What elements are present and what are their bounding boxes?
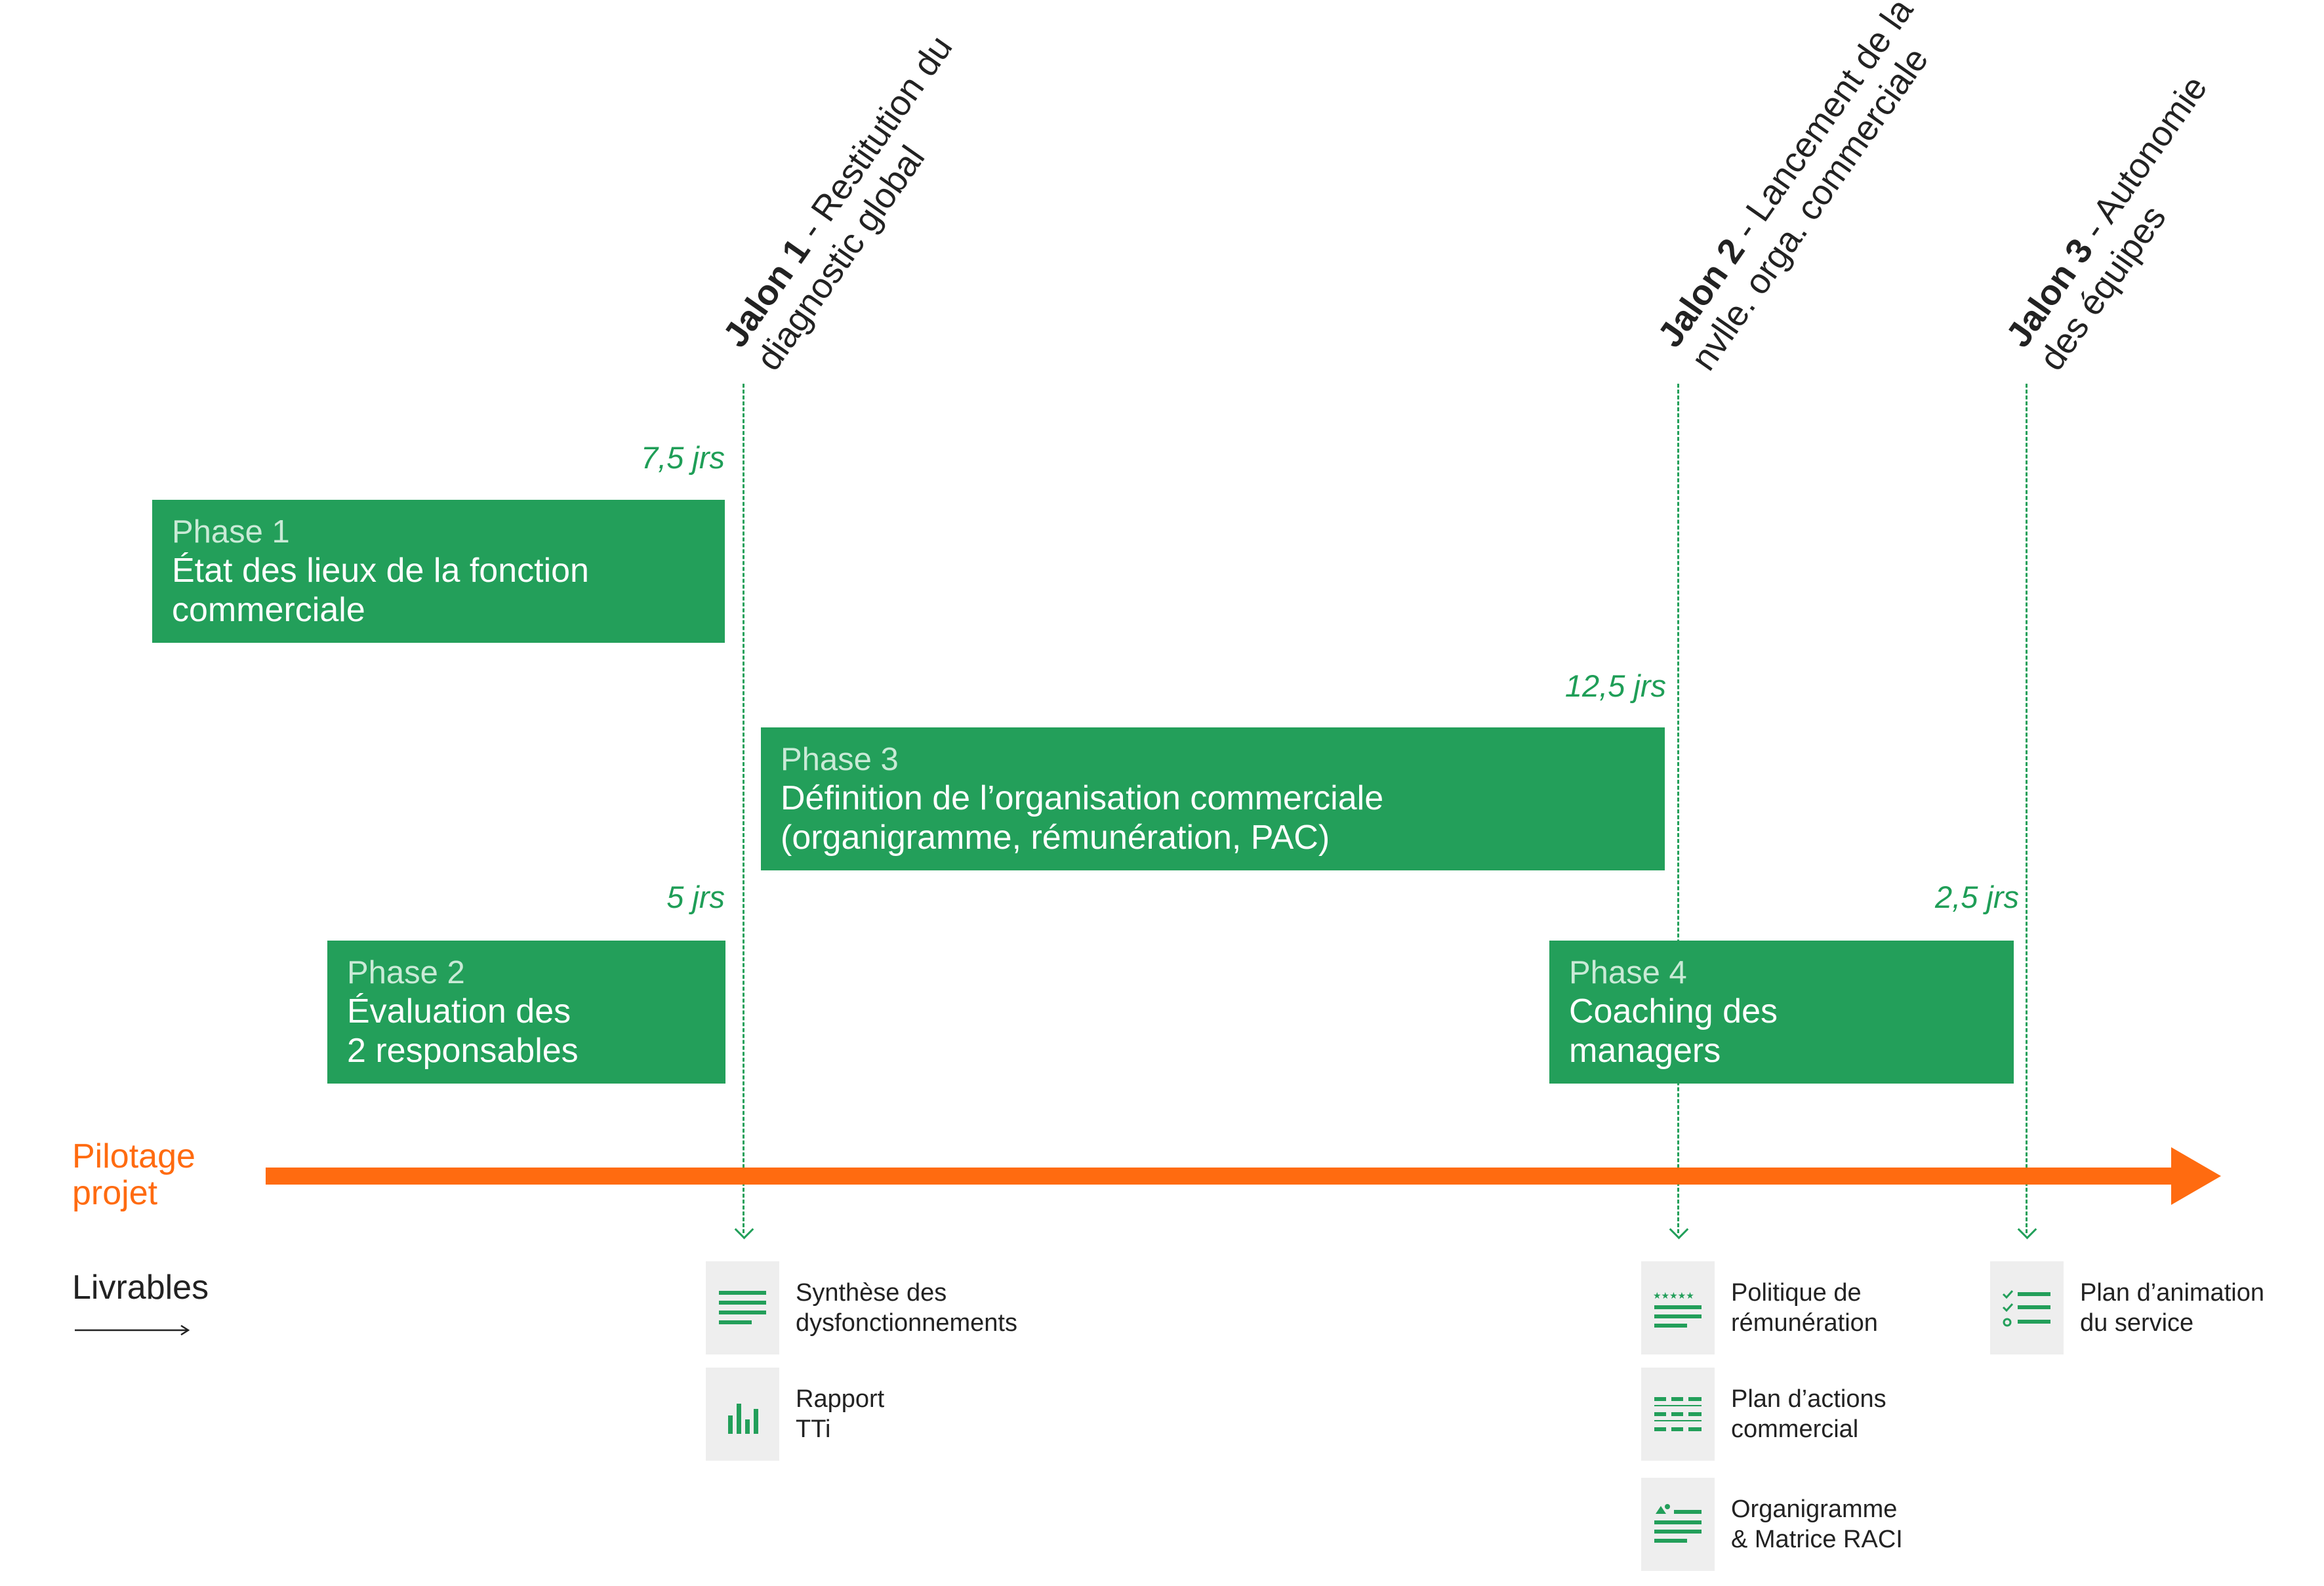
deliverable-line-1: Synthèse des [796, 1279, 947, 1307]
livrables-arrow-icon [75, 1324, 190, 1336]
checklist-icon [1990, 1261, 2064, 1354]
deliverable-line-2: TTi [796, 1415, 831, 1443]
phase-2-block: Phase 2 Évaluation des 2 responsables [327, 941, 725, 1084]
deliverable-line-2: rémunération [1731, 1309, 1878, 1337]
phase-4-title-2: managers [1569, 1032, 1721, 1070]
phase-1-duration: 7,5 jrs [641, 440, 725, 475]
deliverable-line-2: dysfonctionnements [796, 1309, 1017, 1337]
phase-2-number: Phase 2 [347, 955, 465, 990]
milestone-3-arrowhead [2017, 1219, 2037, 1240]
stars-doc-icon: ★★★★★ [1641, 1261, 1715, 1354]
deliverable-organigramme: Organigramme & Matrice RACI [1641, 1478, 1903, 1571]
phase-3-title-1: Définition de l’organisation commerciale [781, 779, 1384, 817]
phase-2-title-2: 2 responsables [347, 1032, 579, 1070]
table-plan-icon [1641, 1368, 1715, 1461]
milestone-2-arrowhead [1669, 1219, 1689, 1240]
deliverable-politique: ★★★★★ Politique de rémunération [1641, 1261, 1878, 1354]
deliverable-plan-animation: Plan d’animation du service [1990, 1261, 2264, 1354]
pilotage-arrow-head [2171, 1147, 2221, 1205]
pilotage-arrow-shaft [266, 1168, 2174, 1185]
phase-4-duration: 2,5 jrs [1935, 880, 2019, 914]
deliverable-line-1: Politique de [1731, 1279, 1862, 1307]
milestone-2-line [1677, 384, 1679, 1233]
deliverable-synthese: Synthèse des dysfonctionnements [706, 1261, 1017, 1354]
milestone-1-arrowhead [734, 1219, 754, 1240]
milestone-3-label: Jalon 3 - Autonomie des équipes [1998, 0, 2324, 378]
phase-2-title-1: Évaluation des [347, 992, 571, 1030]
phase-1-number: Phase 1 [172, 514, 290, 550]
deliverable-line-2: commercial [1731, 1415, 1859, 1443]
phase-3-title-2: (organigramme, rémunération, PAC) [781, 819, 1330, 857]
deliverable-line-1: Plan d’actions [1731, 1385, 1886, 1413]
milestone-2-label: Jalon 2 - Lancement de la nvlle. orga. c… [1650, 0, 2055, 378]
deliverable-line-2: & Matrice RACI [1731, 1526, 1903, 1553]
phase-3-block: Phase 3 Définition de l’organisation com… [761, 727, 1665, 870]
org-chart-doc-icon [1641, 1478, 1715, 1571]
deliverable-label: Rapport TTi [796, 1384, 884, 1444]
deliverable-line-1: Organigramme [1731, 1495, 1898, 1523]
lines-doc-icon [706, 1261, 779, 1354]
deliverable-line-2: du service [2080, 1309, 2194, 1337]
deliverable-rapport: Rapport TTi [706, 1368, 884, 1461]
phase-3-duration: 12,5 jrs [1564, 668, 1666, 703]
phase-1-block: Phase 1 État des lieux de la fonction co… [152, 500, 725, 643]
milestone-3-desc-2: des équipes [2031, 198, 2174, 378]
phase-4-number: Phase 4 [1569, 955, 1687, 990]
phase-2-duration: 5 jrs [666, 880, 725, 914]
deliverable-label: Plan d’animation du service [2080, 1278, 2264, 1338]
phase-4-title-1: Coaching des [1569, 992, 1778, 1030]
milestone-1-label: Jalon 1 - Restitution du diagnostic glob… [715, 0, 1120, 378]
deliverable-line-1: Plan d’animation [2080, 1279, 2264, 1307]
deliverable-label: Plan d’actions commercial [1731, 1384, 1886, 1444]
deliverable-line-1: Rapport [796, 1385, 885, 1413]
pilotage-label-line-1: Pilotage [72, 1137, 195, 1175]
bar-chart-icon [706, 1368, 779, 1461]
deliverable-plan-actions: Plan d’actions commercial [1641, 1368, 1886, 1461]
deliverable-label: Politique de rémunération [1731, 1278, 1878, 1338]
svg-text:★★★★★: ★★★★★ [1653, 1291, 1694, 1301]
phase-3-number: Phase 3 [781, 742, 899, 777]
deliverable-label: Organigramme & Matrice RACI [1731, 1494, 1903, 1555]
livrables-label: Livrables [72, 1269, 209, 1307]
milestone-1-line [743, 384, 744, 1233]
milestone-3-line [2026, 384, 2028, 1233]
phase-1-title-1: État des lieux de la fonction [172, 552, 589, 590]
pilotage-label-line-2: projet [72, 1174, 158, 1212]
pilotage-label: Pilotage projet [72, 1138, 195, 1211]
phase-4-block: Phase 4 Coaching des managers [1549, 941, 2014, 1084]
deliverable-label: Synthèse des dysfonctionnements [796, 1278, 1017, 1338]
phase-1-title-2: commerciale [172, 591, 365, 629]
